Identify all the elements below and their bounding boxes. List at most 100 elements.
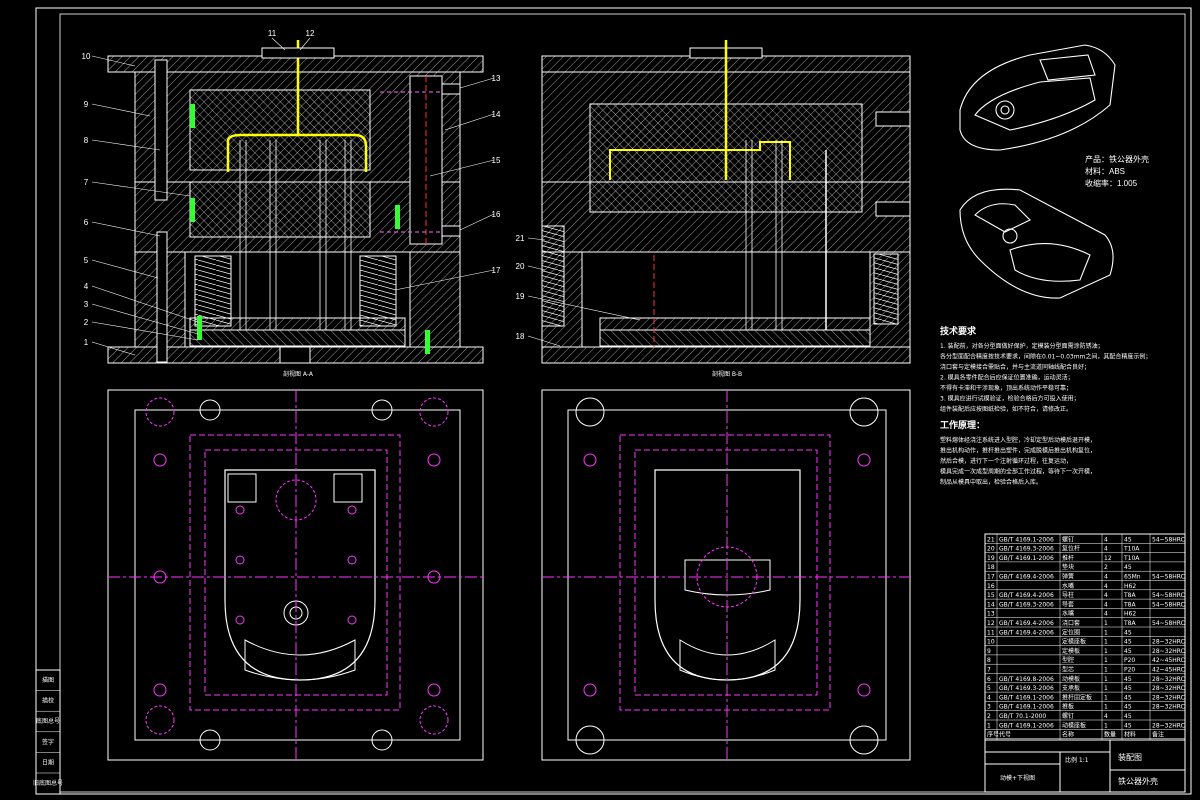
title-block: 装配图 铁公器外壳 比例 1:1 [984,739,1186,793]
plan-view-left-holes [145,397,449,751]
inner-border [59,13,1186,793]
bom-cell-name: 支承板 [1062,684,1080,692]
bom-cell-qty: 1 [1104,676,1108,683]
callout-20: 20 [516,262,525,271]
bom-cell-no: 13 [987,611,995,618]
bom-cell-mat: P20 [1124,667,1135,674]
bom-cell-qty: 1 [1104,620,1108,627]
bom-cell-qty: 4 [1104,546,1108,553]
product-shrinkage: 收缩率：1.005 [1085,178,1138,188]
bom-cell-no: 20 [987,546,995,553]
note-line: 各分型面配合精度按技术要求，间隙在0.01~0.03mm之间，其配合精度示例； [940,353,1151,361]
bom-cell-no: 5 [987,685,991,692]
callout-4: 4 [84,282,89,291]
bom-cell-name: 型腔 [1062,656,1074,664]
callout-6: 6 [84,218,89,227]
bom-cell-mat: 45 [1124,713,1132,720]
bom-cell-mat: 45 [1124,629,1132,636]
bom-cell-note: 备注 [1152,731,1164,739]
callout-7: 7 [84,178,89,187]
section-view-a [107,40,484,364]
work-line: 模具完成一次成型周期的全部工作过程，等待下一次开模， [940,468,1096,476]
work-line: 然后合模，进行下一个注射循环过程，往复运动， [940,457,1072,465]
note-line: 组件装配后应按图纸检验，如不符合，请修改正。 [940,405,1072,413]
bom-cell-note: 54~58HRC [1152,601,1185,608]
bom-cell-name: 推杆固定板 [1062,693,1092,701]
outer-border [35,7,1192,795]
callout-16: 16 [492,210,501,219]
notes-title: 技术要求 [940,325,977,337]
section-a-label: 剖视图 A-A [283,370,314,378]
bom-cell-mat: 45 [1124,704,1132,711]
callout-8: 8 [84,136,89,145]
bom-cell-name: 动模座板 [1062,721,1086,729]
callout-12: 12 [306,29,315,38]
bom-cell-note: 42~45HRC [1152,667,1185,674]
note-line: 1. 装配前，对各分型面做好保护，定模装分型面需涂防锈油； [940,342,1104,350]
bom-cell-qty: 4 [1104,713,1108,720]
callout-10: 10 [82,52,91,61]
bom-cell-qty: 4 [1104,574,1108,581]
bom-cell-mat: 45 [1124,676,1132,683]
bom-cell-qty: 1 [1104,685,1108,692]
bom-cell-name: 定位圈 [1062,628,1080,636]
bom-cell-name: 定模板 [1062,647,1080,655]
side-strip-cell: 描图 [42,676,54,684]
bom-cell-name: 复位杆 [1062,545,1080,553]
bom-cell-no: 2 [987,713,991,720]
bom-cell-qty: 4 [1104,611,1108,618]
plan-view-label: 动模+下视图 [1000,774,1035,782]
bom-cell-note: 54~58HRC [1152,574,1185,581]
bom-header-row: 序号代号名称数量材料备注 [987,731,1164,739]
bom-cell-mat: 45 [1124,564,1132,571]
bom-cell-qty: 1 [1104,722,1108,729]
callout-13: 13 [492,74,501,83]
bom-cell-note: 28~32HRC [1152,694,1185,701]
bom-cell-std: GB/T 4169.3-2006 [999,685,1054,692]
callout-11: 11 [268,29,277,38]
bom-cell-no: 14 [987,601,995,608]
bom-cell-no: 1 [987,722,991,729]
bom-cell-mat: 45 [1124,694,1132,701]
bom-cell-qty: 1 [1104,667,1108,674]
bom-cell-qty: 1 [1104,694,1108,701]
bom-cell-mat: 45 [1124,685,1132,692]
bom-cell-note: 54~58HRC [1152,620,1185,627]
note-line: 3. 模具应进行试模验证，检验合格后方可投入使用； [940,395,1080,403]
note-line: 浇口套与定模接合需贴合，并与主流道同轴线配合良好； [940,363,1090,371]
callout-15: 15 [492,156,501,165]
bom-cell-no: 16 [987,583,995,590]
callout-leaders-a [91,37,495,356]
callout-2: 2 [84,318,89,327]
bom-cell-mat: T8A [1123,601,1136,608]
side-strip-cell: 描校 [42,697,54,705]
bom-cell-std: GB/T 4169.4-2006 [999,592,1054,599]
side-strip-cell: 签字 [42,738,54,746]
bom-cell-name: 螺钉 [1062,535,1074,543]
drawing-name: 装配图 [1118,752,1142,762]
bom-cell-no: 10 [987,639,995,646]
bom-cell-name: 动模板 [1062,675,1080,683]
bom-cell-no: 21 [987,536,995,543]
bom-cell-std: 代号 [999,731,1011,739]
callout-19: 19 [516,292,525,301]
bom-cell-name: 推杆 [1062,554,1074,562]
bom-cell-std: GB/T 70.1-2000 [999,713,1046,720]
callout-9: 9 [84,100,89,109]
bom-cell-note: 28~32HRC [1152,676,1185,683]
plan-view-left [107,389,484,761]
callout-5: 5 [84,256,89,265]
bom-cell-qty: 1 [1104,648,1108,655]
